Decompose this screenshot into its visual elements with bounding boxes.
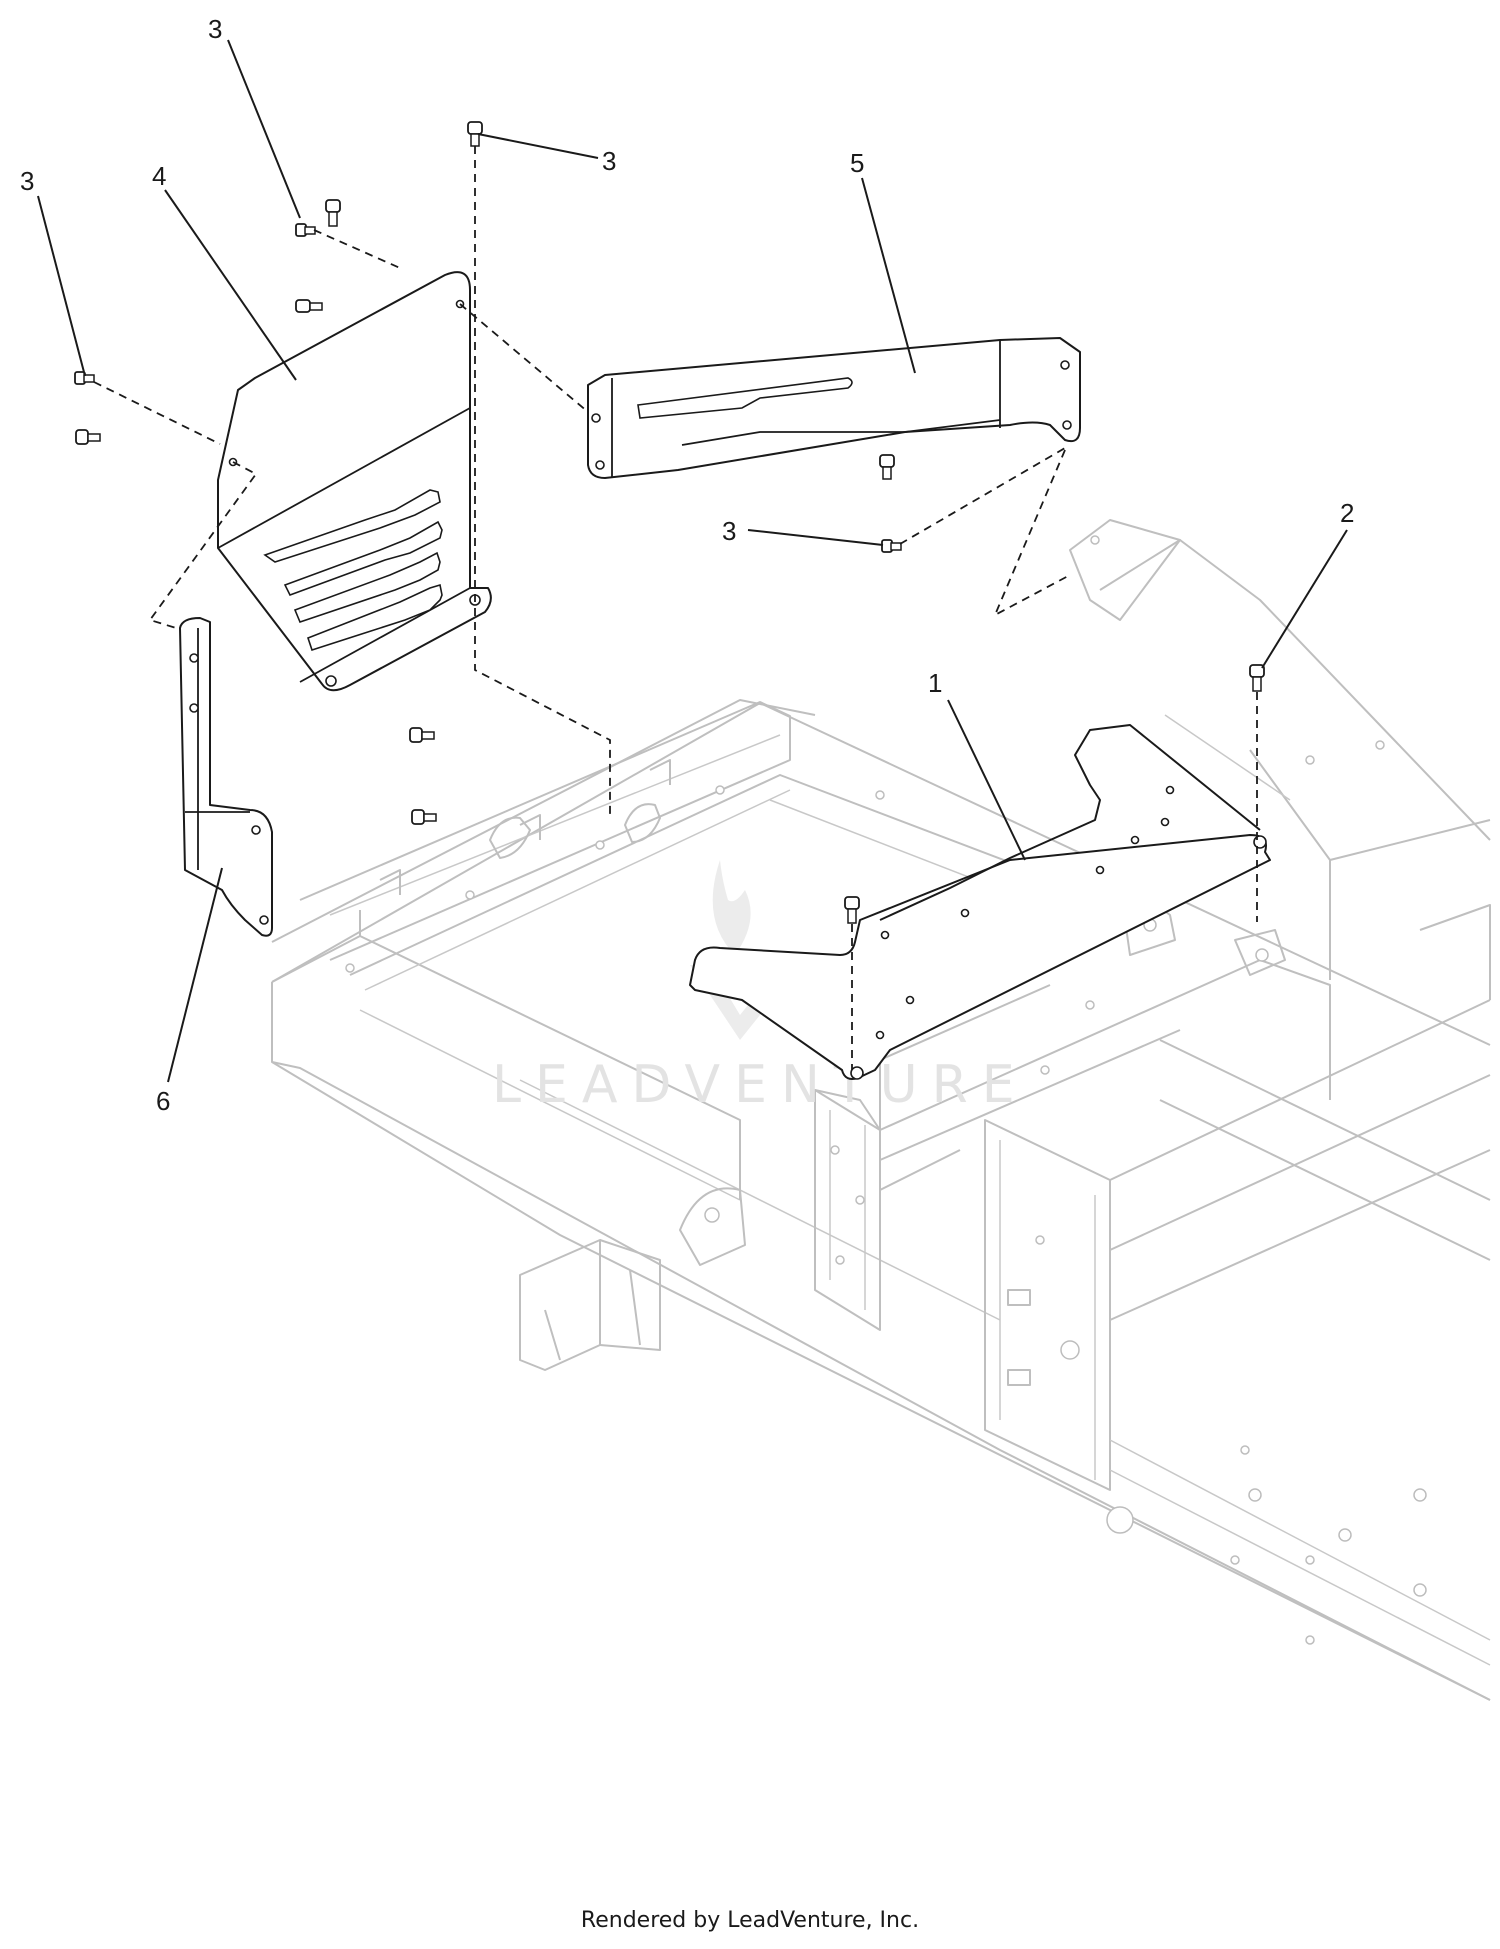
part-5-upper-bracket	[587, 337, 1081, 479]
bolt-icon	[844, 896, 860, 924]
part-1-floor-plate	[689, 724, 1271, 1080]
bolt-icon	[325, 199, 341, 227]
bolt-icon	[879, 454, 895, 480]
callout-leaders	[37, 39, 1348, 1083]
bolt-icon	[1249, 664, 1265, 692]
bolt-icon	[411, 809, 437, 825]
callout-label: 1	[928, 668, 942, 698]
bolt-icon	[74, 371, 95, 385]
callout-label: 4	[152, 161, 166, 191]
callout-label: 3	[20, 166, 34, 196]
bolt-icon	[295, 299, 323, 313]
bolt-icon	[409, 727, 435, 743]
fastener-bolts	[74, 121, 1265, 924]
callout-label: 6	[156, 1086, 170, 1116]
assembly-lines	[93, 146, 1258, 1070]
callout-label: 2	[1340, 498, 1354, 528]
watermark-text: LEADVENTURE	[492, 1055, 1029, 1115]
callout-label: 3	[722, 516, 736, 546]
part-6-lower-bracket	[179, 617, 273, 937]
bolt-icon	[881, 539, 902, 553]
bolt-icon	[75, 429, 101, 445]
bolt-icon	[295, 223, 316, 237]
footer-credit: Rendered by LeadVenture, Inc.	[580, 1908, 920, 1933]
callout-label: 3	[208, 14, 222, 44]
part-4-side-panel	[217, 271, 492, 692]
callout-label: 3	[602, 146, 616, 176]
callout-labels: 3 3 4 3 5 3 2 1 6	[20, 14, 1354, 1116]
callout-label: 5	[850, 148, 864, 178]
